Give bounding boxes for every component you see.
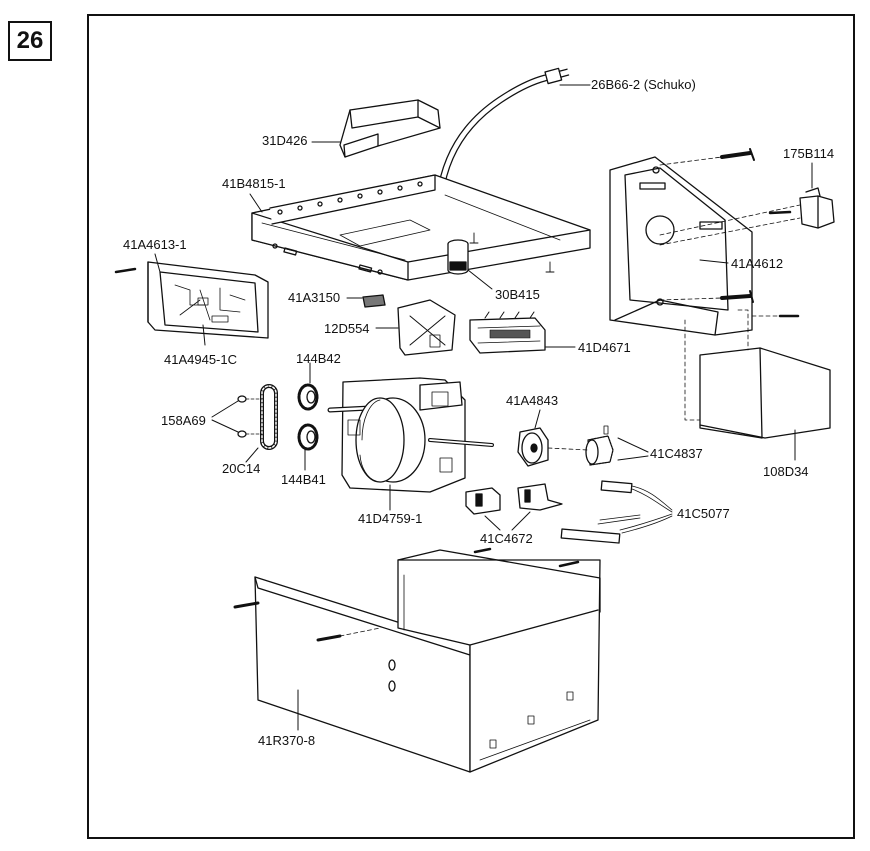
drive-assembly xyxy=(327,377,494,511)
drive-belt xyxy=(245,384,278,463)
light-lens xyxy=(311,99,441,158)
label-limit-switch-assembly: 41D4671 xyxy=(578,340,631,355)
label-end-panel: 41A4612 xyxy=(731,256,784,271)
label-housing: 41R370-8 xyxy=(258,733,316,748)
label-switch-brackets: 41C4672 xyxy=(480,531,533,546)
label-sprocket-lower: 144B41 xyxy=(281,472,326,487)
label-sprocket-upper: 144B42 xyxy=(296,351,341,366)
end-panel xyxy=(609,156,753,336)
diagram-frame xyxy=(87,14,855,839)
label-light-socket: 175B114 xyxy=(783,146,835,161)
label-worm-gear: 41A4843 xyxy=(506,393,559,408)
logic-board xyxy=(114,253,269,346)
label-logic-board-bracket: 41A4613-1 xyxy=(123,237,187,252)
screws-end-panel xyxy=(659,148,800,318)
washers xyxy=(211,395,263,438)
limit-switch-assembly xyxy=(469,311,576,354)
sprocket-upper xyxy=(297,362,319,411)
helical-gear xyxy=(547,425,649,466)
page-number-box: 26 xyxy=(8,21,52,61)
wire-harness xyxy=(560,480,673,544)
light-socket xyxy=(659,162,835,246)
worm-gear xyxy=(517,409,549,467)
label-drive-assembly: 41D4759-1 xyxy=(358,511,423,526)
label-terminal-block: 41A3150 xyxy=(288,290,341,305)
housing xyxy=(233,547,601,773)
page-number: 26 xyxy=(16,27,44,54)
label-belt: 20C14 xyxy=(222,461,261,476)
label-rear-cover: 108D34 xyxy=(763,464,809,479)
terminal-block xyxy=(346,294,386,308)
label-logic-board: 41A4945-1C xyxy=(164,352,237,367)
label-washers: 158A69 xyxy=(161,413,206,428)
capacitor xyxy=(447,232,555,290)
chassis-plate xyxy=(249,174,591,281)
label-chassis: 41B4815-1 xyxy=(222,176,286,191)
switch-brackets xyxy=(465,483,563,531)
label-light-lens: 31D426 xyxy=(262,133,308,148)
rear-cover xyxy=(684,309,831,461)
label-power-cord: 26B66-2 (Schuko) xyxy=(591,77,696,92)
label-capacitor: 30B415 xyxy=(495,287,540,302)
bracket-12d554 xyxy=(375,299,456,356)
sprocket-lower xyxy=(297,423,319,471)
label-helical-gear: 41C4837 xyxy=(650,446,703,461)
label-wire-harness: 41C5077 xyxy=(677,506,730,521)
label-bracket-12d554: 12D554 xyxy=(324,321,370,336)
power-cord xyxy=(436,67,591,199)
